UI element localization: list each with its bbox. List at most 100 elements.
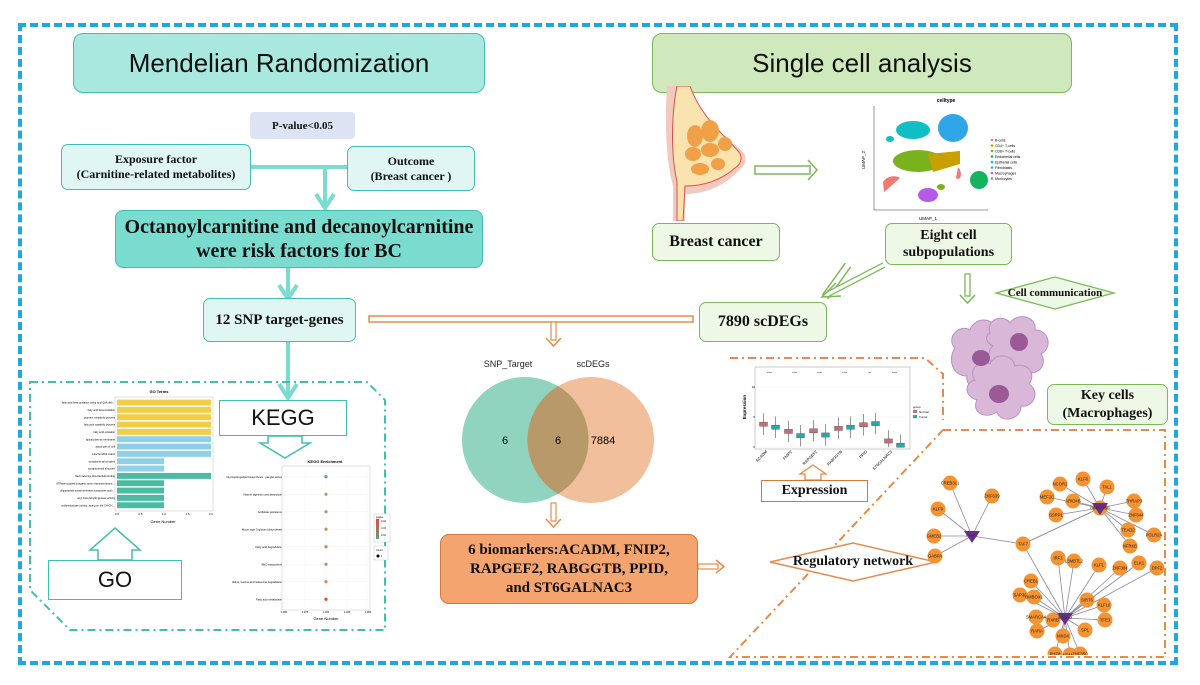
kegg-point — [324, 562, 328, 566]
go-bar — [117, 494, 164, 501]
network-node-circle — [1050, 550, 1066, 566]
kegg-point — [324, 597, 328, 601]
go-term-label: acyl-CoA dehydrogenase activity — [77, 496, 115, 500]
network-node-circle — [1131, 555, 1147, 571]
network-node-label: ZNF644 — [1128, 513, 1144, 518]
network-node-circle — [1028, 609, 1044, 625]
go-bar — [117, 443, 211, 450]
go-term-label: fatty acid beta-oxidation using acyl-CoA… — [62, 401, 115, 405]
go-bar — [117, 406, 211, 413]
regulatory-network-graph: CREB3L1ZNF639KLF9GMEB2GABPATAF7NCOR1KLF6… — [926, 471, 1165, 655]
network-node: ZNF350 — [1072, 646, 1088, 655]
network-node-circle — [1066, 553, 1082, 569]
scdegs-box: 7890 scDEGs — [699, 302, 827, 342]
venn-overlap — [527, 386, 589, 494]
biomarkers-line-2: RAPGEF2, RABGGTB, PPID, — [470, 560, 668, 577]
go-bar — [117, 487, 164, 494]
network-node: ARID4B — [1065, 493, 1081, 509]
expr-box — [784, 429, 793, 434]
network-node-circle — [1079, 592, 1095, 608]
network-hub-label: RABGGTB — [1090, 505, 1110, 510]
go-bar — [117, 458, 164, 465]
network-node: ELK1 — [1131, 555, 1147, 571]
network-edge — [1099, 507, 1155, 536]
kegg-pathway-label: Antifolate resistance — [258, 510, 283, 514]
network-node-circle — [1096, 597, 1112, 613]
network-node-label: ELK1 — [1134, 561, 1145, 566]
go-bar — [117, 450, 211, 457]
expr-significance: **** — [892, 371, 898, 375]
cell-communication-label: Cell communication — [1007, 287, 1103, 299]
network-node-circle — [1149, 560, 1165, 576]
network-node-label: KLF9 — [933, 507, 944, 512]
expr-box — [871, 421, 880, 426]
network-hub: RABGGTB — [1090, 503, 1110, 515]
network-node-circle — [984, 488, 1000, 504]
network-node: SMARCA4 — [1026, 609, 1047, 625]
expr-significance: **** — [767, 371, 773, 375]
network-node: SIRT6 — [1079, 592, 1095, 608]
exposure-subtitle: (Carnitine-related metabolites) — [76, 167, 236, 181]
kegg-xtick: 1.025 — [344, 610, 351, 614]
risk-line-2: were risk factors for BC — [196, 240, 402, 262]
expr-gene-label: ACADM — [754, 449, 768, 463]
go-callout: GO — [48, 560, 182, 600]
network-hub-label: ACADM — [1058, 615, 1072, 620]
network-node: TEAD2 — [1120, 522, 1136, 538]
network-node-circle — [1026, 589, 1042, 605]
network-node: TAF7 — [1015, 536, 1031, 552]
network-node-label: SAP30 — [1013, 593, 1027, 598]
network-node-label: KLF6 — [1078, 477, 1089, 482]
cluster-cd4 — [928, 151, 960, 172]
kegg-pathway-label: ABC transporters — [261, 562, 282, 566]
network-node-label: CREB1 — [1024, 579, 1039, 584]
network-hub-shape — [1057, 613, 1073, 625]
network-node-label: SSRP1 — [1049, 513, 1063, 518]
venn-right-label: scDEGs — [576, 359, 610, 369]
network-node-circle — [926, 528, 942, 544]
network-node-circle — [1128, 507, 1144, 523]
network-node: TFE3 — [1097, 612, 1113, 628]
network-hub: FNIP2 — [964, 531, 980, 543]
expr-ytick: 5 — [753, 415, 755, 419]
network-edge — [1099, 507, 1131, 547]
key-cells-line-1: Key cells — [1080, 387, 1135, 403]
eight-line-2: subpopulations — [902, 245, 995, 260]
key-cells-line-2: (Macrophages) — [1062, 405, 1153, 421]
kegg-callout-arrow — [257, 435, 313, 459]
network-node: MXD4 — [1055, 628, 1071, 644]
expression-callout: Expression — [761, 480, 868, 502]
biomarkers-box: 6 biomarkers:ACADM, FNIP2,RAPGEF2, RABGG… — [440, 534, 698, 604]
network-hub: ACADM — [1057, 613, 1073, 625]
umap-legend-dot — [990, 177, 994, 180]
kegg-point — [324, 492, 328, 496]
exposure-title: Exposure factor — [114, 152, 198, 166]
network-node-circle — [1120, 522, 1136, 538]
go-bar — [117, 421, 211, 428]
snp-scdegs-connector — [368, 315, 694, 323]
expression-callout-arrow — [797, 464, 829, 481]
network-node: ZNF644 — [1128, 507, 1144, 523]
network-node-circle — [1039, 489, 1055, 505]
kegg-point — [324, 545, 328, 549]
pvalue-badge: P-value<0.05 — [250, 112, 355, 139]
network-node-circle — [1023, 573, 1039, 589]
network-node: MEF2C — [1039, 489, 1055, 505]
kegg-xtick: 1.050 — [365, 610, 372, 614]
network-node: KLF6 — [1075, 471, 1091, 487]
sc-title: Single cell analysis — [652, 33, 1072, 93]
network-node-circle — [1112, 560, 1128, 576]
kegg-chart-title: KEGG Enrichment — [308, 459, 344, 464]
network-edge — [1064, 564, 1100, 619]
kegg-xlabel: Gene Number — [313, 616, 339, 621]
expression-network-frame — [727, 357, 1166, 658]
network-node-circle — [1065, 493, 1081, 509]
go-chart: GO Terms fatty acid beta-oxidation using… — [56, 389, 213, 524]
kegg-count-value: 1 — [381, 555, 383, 558]
kegg-pathway-label: Glycosphingolipid biosynthesis - ganglio… — [226, 475, 282, 479]
network-node-circle — [1012, 587, 1028, 603]
network-node-label: TFE3 — [1100, 618, 1111, 623]
network-node: CREB3L1 — [941, 475, 960, 491]
network-node: L3MBTL2 — [1065, 553, 1084, 569]
expr-gene-label: FNIP2 — [782, 449, 794, 461]
